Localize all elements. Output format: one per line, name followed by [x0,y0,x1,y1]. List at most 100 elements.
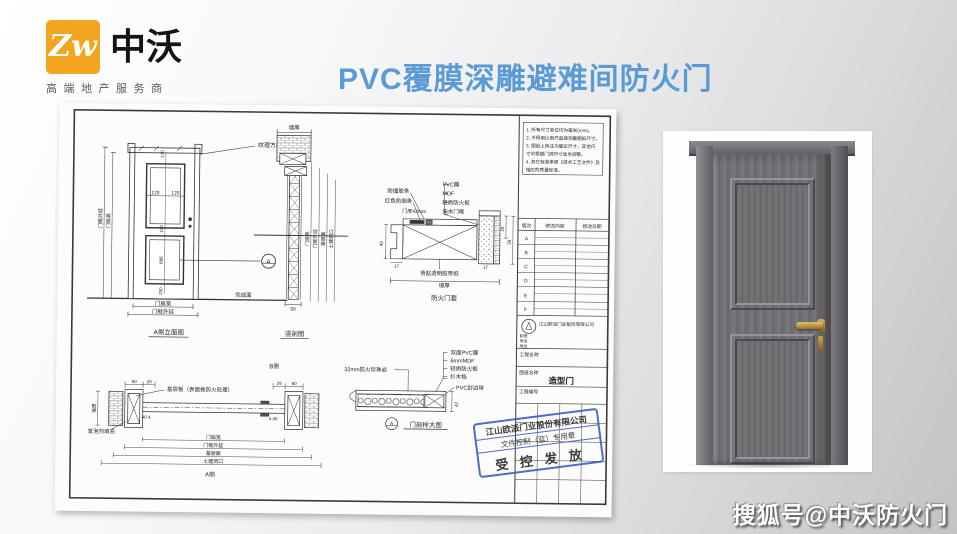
fd-right-2: MDF [442,191,455,197]
plan-dim-60l: 60 [132,379,138,384]
leaf-detail-title: 门剖样大图 [409,420,442,429]
titleblock-grid [514,121,610,505]
dim-top: 170 [160,150,165,158]
vsection-vlabel-4: 土建洞口 [328,229,335,248]
vertical-section [253,129,348,340]
plan-foam-label: 发泡剂填充 [87,427,115,435]
frame-detail-title: 防火门套 [431,293,458,302]
door-lower-panel [730,334,815,464]
dim-frame-ext-left: 门框外延 [97,208,104,228]
leaf-detail [349,352,455,431]
technical-drawing-sheet: 纹理方向 完成面 A 120 120 170 100 666 250 门框外延 … [54,102,617,518]
vsection-title: 竖剖图 [285,329,305,338]
fd-left-3: 门厚42mm [402,208,426,215]
door-handle-keyplate [818,336,823,351]
frame-detail [383,184,516,286]
door-product-photo [663,131,872,472]
plan-texts: B侧 A侧 基层板（表面做防火处理） 发泡剂填充 墙厚 60 29 29 60 … [87,362,298,478]
sheet-name-value: 造型门 [548,376,574,386]
rev-row-a: A [525,236,529,242]
plan-ladder-1: 门扇宽 [206,434,221,441]
note-3: 3. 图纸上标注为固定尺寸，其他尺 [526,142,596,150]
drawing-svg: 纹理方向 完成面 A 120 120 170 100 666 250 门框外延 … [68,108,612,506]
ld-marker: A [390,421,394,427]
rev-row-b: B [524,250,528,256]
brand-name: 中沃 [110,26,183,68]
plan-section [95,381,322,468]
plan-side-top: B侧 [269,362,279,370]
dim-leaf-height: 门扇高 [105,213,112,228]
plan-ladder-3: 基层面 [206,450,221,457]
rev-row-c: C [524,264,528,270]
elevation-view [87,143,288,338]
elevation-marker: A [267,260,271,266]
vsection-dim-bottom: 50 [290,306,296,312]
vsection-wall-label: 墙厚 [289,123,301,131]
dim-bottom: 250 [158,287,163,295]
door-handle-lever [796,322,823,329]
plan-side-bottom: A侧 [205,470,215,478]
frame-detail-texts: PVC膜 MDF 轻质防火板 实木门框 防撞胶条 红色防烟条 门厚42mm 40… [379,180,512,302]
fd-wall-label: 墙厚 [439,281,451,289]
fd-dim-17r: 17 [483,265,489,270]
door-leaf [713,154,831,465]
logo-mark-icon: Zw [46,20,100,74]
door-frame-right-jamb [831,146,848,465]
door-frame-left-jamb [696,146,713,465]
company-field-2: 电话: [520,338,529,343]
page-title: PVC覆膜深雕避难间防火门 [338,63,713,96]
ld-dim: 42 [454,401,459,407]
plan-ladder-4: 土建洞口 [203,458,223,465]
rev-row-e: E [524,293,528,299]
note-4: 寸可根据门洞尺寸适当调整。 [526,150,586,158]
elevation-title: A侧立面图 [153,327,183,336]
company-name: 江山欧派门业股份有限公司 [539,320,595,328]
ld-right-1: 双面PVC膜 [450,348,478,356]
plan-dim-60r: 60 [292,381,298,386]
ld-perlite-label: 32mm防火珍珠岩 [344,365,387,374]
fd-right-4: 实木门框 [442,207,465,215]
vsection-vlabel-3: 基层面 [320,231,327,246]
fd-left-2: 红色防烟条 [385,197,413,205]
logo-mark-glyph: Zw [49,29,97,64]
rev-header-3: 修改日期 [582,223,601,230]
company-field-1: 制图: [520,333,529,338]
leaf-detail-texts: 32mm防火珍珠岩 双面PVC膜 6mmMDF 轻质防火板 杉木档 PVC封边带… [344,348,484,429]
control-stamp: 江山欧派门业股份有限公司 文件控制（蓝）专用章 受 控 发 放 [472,408,604,478]
rev-header-1: 版次 [522,222,532,229]
dim-leaf-width: 门扇宽 [155,299,172,307]
fd-left-1: 防撞胶条 [387,187,410,195]
dim-frame-ext-bottom: 门框外延 [152,307,175,315]
ld-right-2: 6mmMDF [450,358,475,364]
vsection-vlabel-2: 门框外延 [312,229,319,248]
titleblock-texts: 1. 所有尺寸单位均为毫米(mm)。 2. 不得用比例尺直接测量图纸尺寸。 3.… [519,126,602,395]
fd-dim-40: 40 [379,241,384,247]
sheet-name-label: 图纸名称 [519,369,538,376]
brand-logo: Zw 中沃 高端地产服务商 [46,20,226,96]
fd-right-3: 轻质防火板 [442,198,470,206]
fd-dim-58: 58 [507,239,512,245]
note-2: 2. 不得用比例尺直接测量图纸尺寸。 [526,134,600,142]
plan-base-label: 基层板（表面做防火处理） [167,385,233,394]
vsection-texts: 墙厚 门扇高 门框外延 基层面 土建洞口 50 竖剖图 [285,123,335,338]
fd-dim-29: 29 [500,226,505,232]
number-label: 工程编号 [519,388,538,395]
rev-row-f: F [524,307,527,313]
company-field-3: 地址: [520,343,529,348]
plan-dim-small-l: 40 4 [142,415,151,420]
door-image [689,141,855,465]
ld-right-4: 杉木档 [450,372,467,380]
plan-wall-label: 墙厚 [91,403,98,413]
elevation-texts: 纹理方向 完成面 A 120 120 170 100 666 250 门框外延 … [97,141,282,337]
fd-tape-label: 背贴透明胶带纸 [420,269,459,277]
dim-120-left: 120 [151,190,160,196]
sohu-watermark: 搜狐号@中沃防火门 [732,502,948,528]
ld-edge-label: PVC封边带 [456,383,484,391]
dim-120-right: 120 [171,190,180,196]
plan-ladder-2: 门框外延 [203,442,223,449]
fd-dim-17l: 17 [394,264,400,269]
note-6: 相应的质量标准。 [526,166,563,173]
plan-dim-29r: 29 [277,381,283,386]
finish-surface-label: 完成面 [235,291,252,299]
rev-header-2: 修改内容 [545,223,564,230]
